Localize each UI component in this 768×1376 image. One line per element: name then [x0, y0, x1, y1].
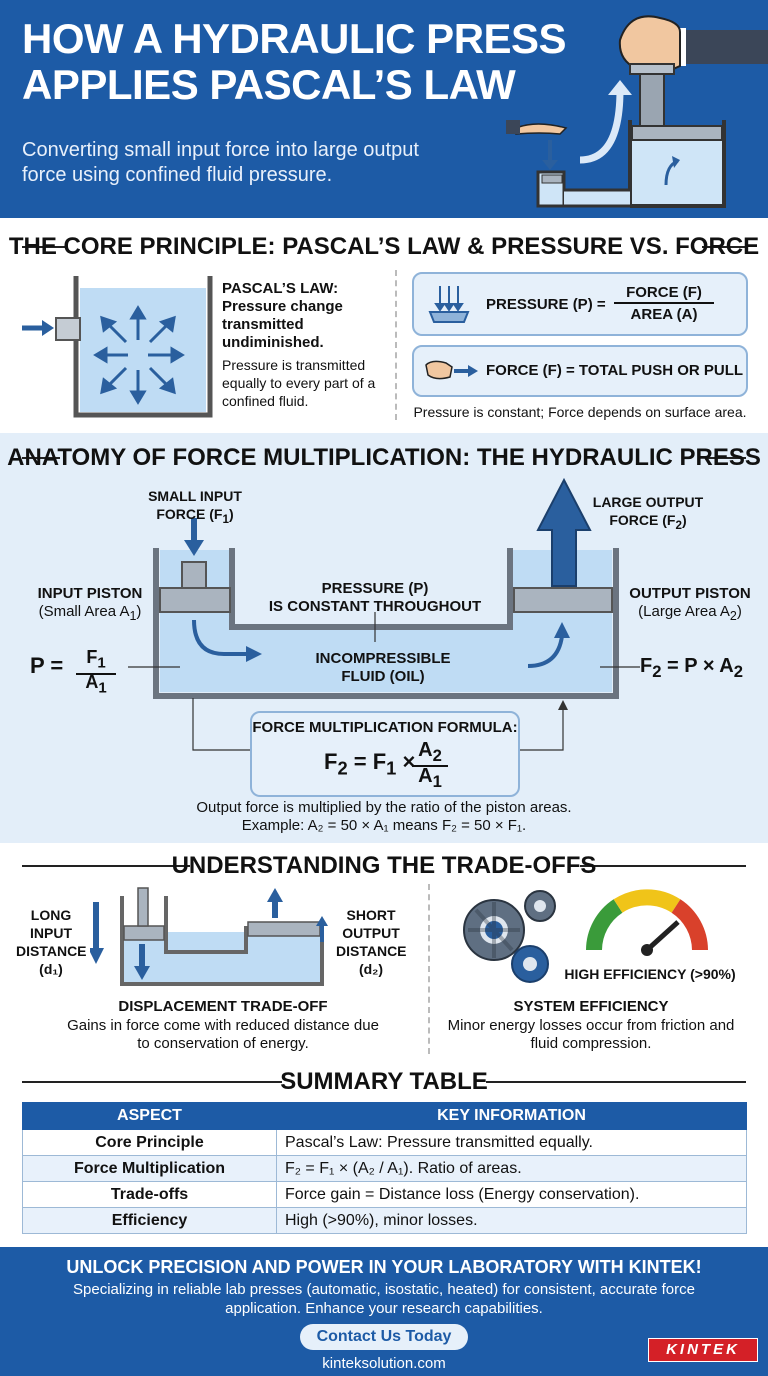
- summary-table: ASPECT KEY INFORMATION Core Principle Pa…: [22, 1102, 747, 1234]
- table-cell-aspect: Efficiency: [22, 1207, 277, 1234]
- formula-expression: F2 = F1 ×: [324, 749, 416, 779]
- dashed-divider: [395, 270, 397, 420]
- kintek-logo: KINTEK: [648, 1338, 758, 1362]
- divider: [22, 865, 190, 867]
- pressure-arrows-icon: [93, 305, 185, 405]
- table-cell-aspect: Force Multiplication: [22, 1155, 277, 1182]
- pressure-numerator: FORCE (F): [614, 284, 714, 304]
- hydraulic-press-diagram: [128, 477, 640, 751]
- displacement-title: DISPLACEMENT TRADE-OFF: [118, 998, 328, 1015]
- pascal-container-diagram: [22, 276, 213, 418]
- force-multiplication-formula-box: FORCE MULTIPLICATION FORMULA: F2 = F1 × …: [250, 711, 520, 797]
- input-piston-label: INPUT PISTON(Small Area A1): [37, 585, 143, 623]
- core-note: Pressure is constant; Force depends on s…: [413, 404, 747, 420]
- divider: [22, 246, 66, 248]
- pointing-hand-icon: [425, 360, 478, 380]
- gears-icon: [463, 890, 556, 983]
- table-row: Efficiency High (>90%), minor losses.: [22, 1207, 747, 1234]
- efficiency-title: SYSTEM EFFICIENCY: [513, 998, 669, 1015]
- pressure-denominator: AREA (A): [630, 306, 698, 323]
- page-subtitle: Converting small input force into large …: [22, 139, 419, 186]
- force-definition-box: FORCE (F) = TOTAL PUSH OR PULL: [412, 345, 748, 397]
- footer-banner: UNLOCK PRECISION AND POWER IN YOUR LABOR…: [0, 1247, 768, 1376]
- pressure-formula-box: PRESSURE (P) = FORCE (F) AREA (A): [412, 272, 748, 336]
- anatomy-caption: Output force is multiplied by the ratio …: [196, 799, 572, 834]
- pressure-plate-icon: [428, 286, 470, 323]
- divider: [580, 865, 746, 867]
- table-cell-aspect: Trade-offs: [22, 1181, 277, 1208]
- footer-text: Specializing in reliable lab presses (au…: [73, 1281, 695, 1317]
- table-row: Trade-offs Force gain = Distance loss (E…: [22, 1181, 747, 1208]
- website-link[interactable]: kinteksolution.com: [322, 1355, 446, 1372]
- divider: [708, 457, 746, 459]
- press-illustration: [506, 15, 768, 208]
- table-cell-info: High (>90%), minor losses.: [276, 1207, 747, 1234]
- formula-title: FORCE MULTIPLICATION FORMULA:: [252, 719, 518, 736]
- divider: [486, 1081, 746, 1083]
- divider: [702, 246, 746, 248]
- pascal-law-heading: PASCAL’S LAW:: [222, 280, 339, 297]
- divider: [22, 1081, 282, 1083]
- dashed-divider: [428, 884, 430, 1054]
- pressure-constant-label: PRESSURE (P)IS CONSTANT THROUGHOUT: [268, 580, 482, 615]
- section-title-summary: SUMMARY TABLE: [280, 1068, 488, 1095]
- sleeve-icon: [680, 30, 768, 64]
- table-cell-info: Pascal’s Law: Pressure transmitted equal…: [276, 1129, 747, 1156]
- table-cell-info: F₂ = F₁ × (A₂ / A₁). Ratio of areas.: [276, 1155, 747, 1182]
- output-force-arrow-icon: [536, 477, 592, 587]
- pascal-law-text: Pressure is transmitted equally to every…: [222, 357, 376, 409]
- section-title-tradeoffs: UNDERSTANDING THE TRADE-OFFS: [171, 852, 597, 879]
- efficiency-value: HIGH EFFICIENCY (>90%): [564, 966, 736, 982]
- table-row: Force Multiplication F₂ = F₁ × (A₂ / A₁)…: [22, 1155, 747, 1182]
- column-header-aspect: ASPECT: [22, 1102, 277, 1130]
- displacement-diagram: [90, 887, 328, 986]
- pressure-label: PRESSURE (P) =: [486, 296, 606, 313]
- table-header-row: ASPECT KEY INFORMATION: [22, 1102, 747, 1130]
- footer-headline: UNLOCK PRECISION AND POWER IN YOUR LABOR…: [66, 1257, 702, 1277]
- section-title-anatomy: ANATOMY OF FORCE MULTIPLICATION: THE HYD…: [7, 444, 761, 471]
- output-force-formula: F2 = P × A2: [640, 655, 744, 681]
- table-cell-aspect: Core Principle: [22, 1129, 277, 1156]
- pascal-law-statement: Pressure change transmitted undiminished…: [222, 298, 343, 351]
- column-header-info: KEY INFORMATION: [276, 1102, 747, 1130]
- output-piston-label: OUTPUT PISTON(Large Area A2): [629, 585, 751, 623]
- table-row: Core Principle Pascal’s Law: Pressure tr…: [22, 1129, 747, 1156]
- divider: [22, 457, 60, 459]
- section-title-core: THE CORE PRINCIPLE: PASCAL’S LAW & PRESS…: [8, 233, 760, 260]
- displacement-text: Gains in force come with reduced distanc…: [67, 1017, 379, 1052]
- efficiency-text: Minor energy losses occur from friction …: [447, 1017, 735, 1052]
- efficiency-gauge-icon: [586, 889, 708, 956]
- force-definition: FORCE (F) = TOTAL PUSH OR PULL: [486, 362, 744, 379]
- table-cell-info: Force gain = Distance loss (Energy conse…: [276, 1181, 747, 1208]
- contact-us-button[interactable]: Contact Us Today: [300, 1324, 468, 1350]
